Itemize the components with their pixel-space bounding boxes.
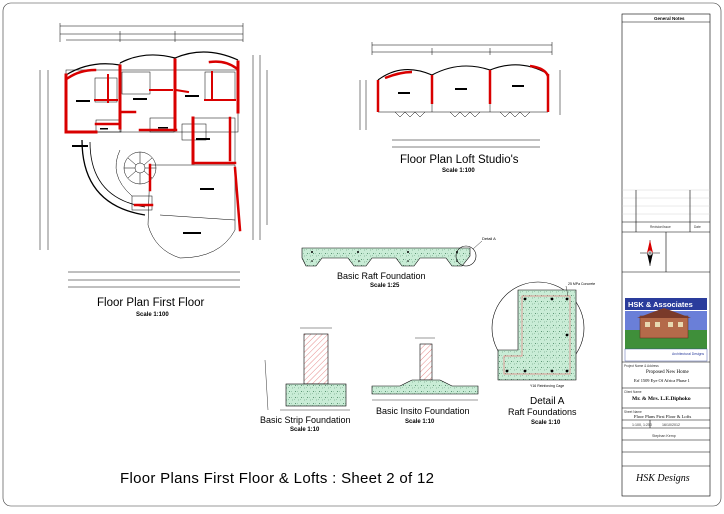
- raft-title: Basic Raft Foundation: [337, 270, 426, 282]
- detail-a-note-cage: Y16 Reinforcing Cage: [530, 384, 565, 388]
- revisions-heading: Revision/Issue: [650, 225, 671, 229]
- insito-scale: Scale 1:10: [405, 419, 435, 425]
- sheet-title: Floor Plans First Floor & Lofts : Sheet …: [120, 470, 435, 487]
- first-floor-plan: [39, 23, 268, 288]
- sheet-border: [2, 2, 722, 507]
- strip-title: Basic Strip Foundation: [260, 414, 351, 426]
- loft-scale: Scale 1:100: [442, 168, 475, 174]
- strip-foundation: [264, 327, 350, 411]
- first-floor-scale: Scale 1:100: [136, 312, 169, 318]
- detail-a-note-concrete: 25 MPa Concrete: [568, 282, 596, 286]
- insito-title: Basic Insito Foundation: [376, 405, 470, 417]
- drawn-by-value: Stephan Kemp: [652, 434, 676, 438]
- firm-logo-panel: [624, 298, 708, 362]
- date-heading: Date: [694, 225, 701, 229]
- raft-foundation: [301, 240, 483, 267]
- designer-signature: HSK Designs: [636, 473, 690, 484]
- title-block-frame: [621, 13, 711, 497]
- scale-value: 1:100, 1:250: [632, 423, 652, 427]
- detail-a-subtitle: Raft Foundations: [508, 406, 577, 418]
- detail-a: [491, 281, 585, 381]
- first-floor-walls: [64, 58, 242, 232]
- detail-a-scale: Scale 1:10: [531, 420, 561, 426]
- date-value: 16/10/2012: [662, 423, 680, 427]
- project-line1: Proposed New Home: [646, 370, 689, 375]
- loft-room-labels: [398, 85, 524, 94]
- project-label: Project Name & Address: [624, 364, 659, 368]
- sheet-name-value: Floor Plans First Floor & Lofts: [634, 414, 692, 419]
- firm-subtitle: Architectural Designs: [672, 352, 705, 356]
- raft-callout: Detail A: [482, 236, 496, 241]
- project-line2: Erf 1509 Eye Of Africa Phase 1: [634, 378, 690, 383]
- client-label: Client Name: [624, 390, 642, 394]
- client-name: Mr. & Mrs. L.E.Diphoko: [632, 396, 691, 402]
- sheet-name-label: Sheet Name: [624, 410, 642, 414]
- raft-scale: Scale 1:25: [370, 283, 400, 289]
- loft-title: Floor Plan Loft Studio's: [400, 153, 519, 167]
- first-floor-room-labels: [72, 95, 214, 234]
- strip-scale: Scale 1:10: [290, 427, 320, 433]
- north-arrow-icon: [640, 240, 660, 266]
- general-notes-heading: General Notes: [654, 16, 685, 21]
- firm-name: HSK & Associates: [628, 300, 693, 309]
- insito-foundation: [371, 337, 479, 401]
- loft-walls: [376, 64, 550, 112]
- detail-a-title: Detail A: [530, 395, 565, 408]
- loft-plan: [359, 42, 561, 148]
- first-floor-title: Floor Plan First Floor: [97, 296, 205, 310]
